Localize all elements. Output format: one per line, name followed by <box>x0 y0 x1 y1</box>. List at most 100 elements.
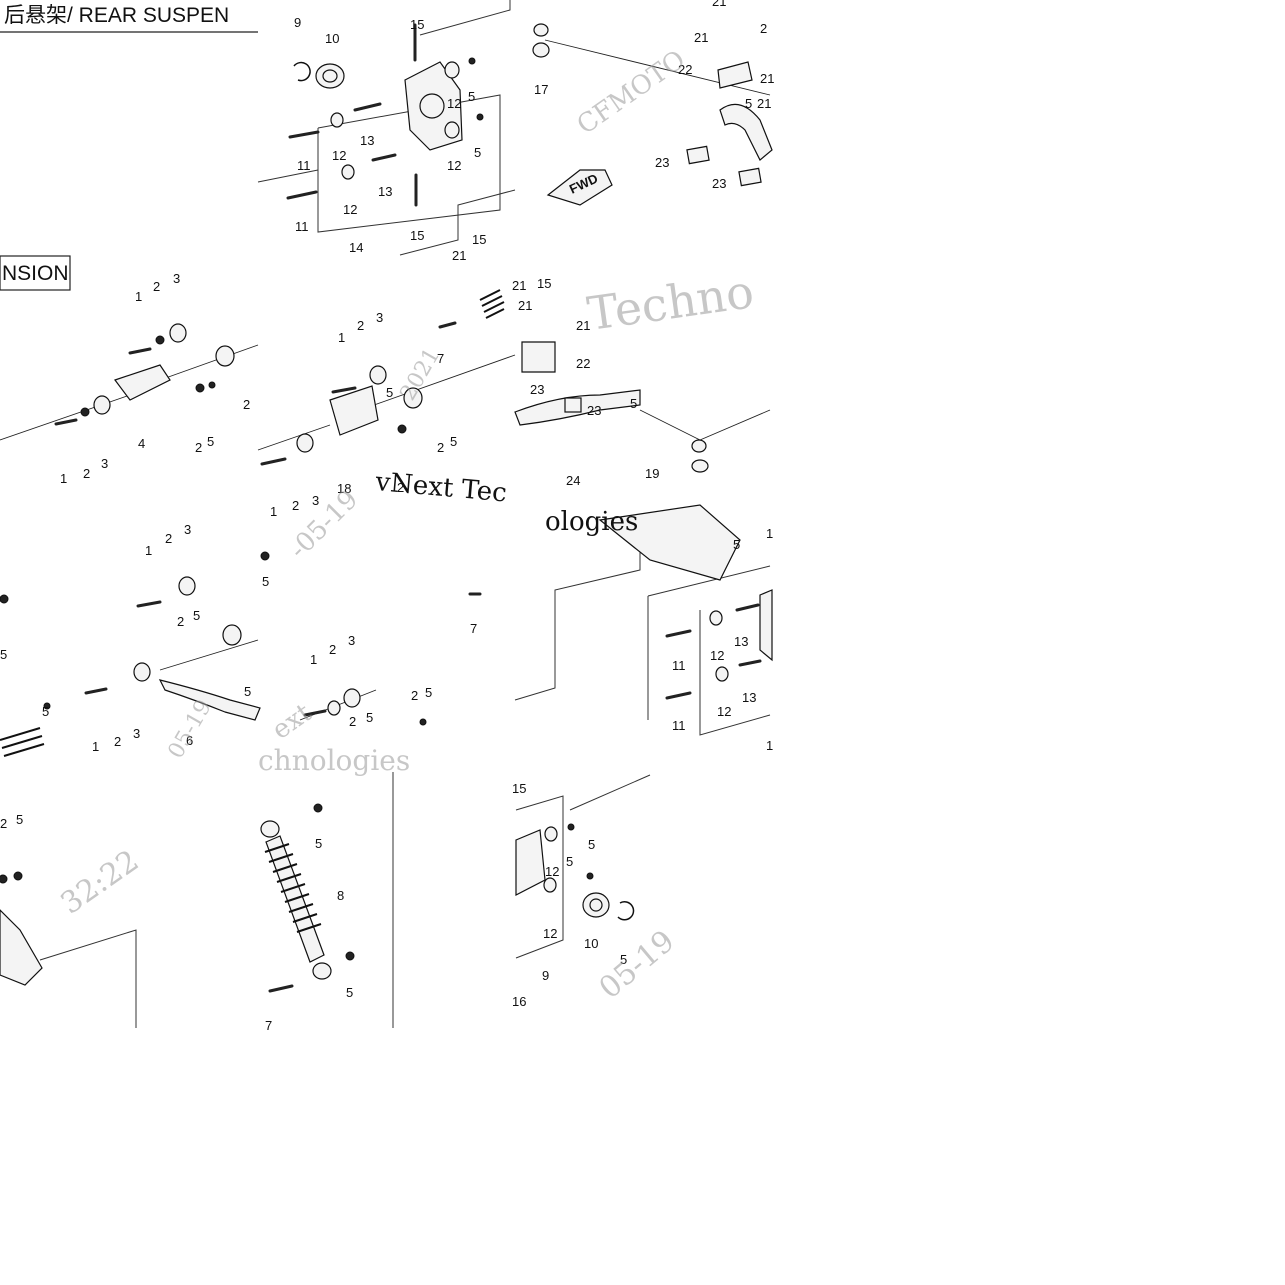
callout-7: 7 <box>265 1018 272 1033</box>
callout-3: 3 <box>133 726 140 741</box>
callout-3: 3 <box>173 271 180 286</box>
watermark-vnext: vNext Tec <box>373 467 508 508</box>
tile-lower-arm-middle: 5 7 1 2 3 2 5 2 5 chnologies ext -05-19 <box>258 485 482 777</box>
stabilizer-bracket-icon <box>717 61 753 89</box>
circlip-icon <box>293 61 311 82</box>
callout-21: 21 <box>757 96 771 111</box>
swingarm-icon <box>598 504 741 581</box>
watermark-date-e: 05-19 <box>593 924 682 1006</box>
tile-knuckle-right: 5 1 11 12 13 11 12 13 1 ologies <box>514 504 773 753</box>
callout-16: 9 <box>542 968 549 983</box>
knuckle-icon-2 <box>515 829 546 896</box>
callout-3: 3 <box>376 310 383 325</box>
callout-5: 5 <box>207 434 214 449</box>
coil-spring-icon <box>264 843 322 933</box>
callout-7: 7 <box>470 621 477 636</box>
tile-knuckle-bottom: 15 5 12 5 5 12 10 9 16 05-19 <box>512 774 682 1009</box>
callout-5: 5 <box>386 385 393 400</box>
callout-10: 10 <box>325 31 339 46</box>
callout-15: 15 <box>472 232 486 247</box>
callout-3: 3 <box>348 633 355 648</box>
callout-2: 2 <box>165 531 172 546</box>
tile-stabilizer-middle: 21 15 21 21 22 23 23 5 19 24 Techno <box>512 264 771 488</box>
callout-23: 23 <box>530 382 544 397</box>
callout-1: 1 <box>338 330 345 345</box>
callout-2: 2 <box>177 614 184 629</box>
callout-2: 2 <box>329 642 336 657</box>
callout-1: 1 <box>92 739 99 754</box>
page-title-part1: 后悬架/ REAR SUSPEN <box>4 4 229 27</box>
callout-12: 12 <box>447 96 461 111</box>
callout-15: 15 <box>512 781 526 796</box>
tile-bottom-left: 2 5 32:22 <box>0 812 145 1028</box>
callout-5: 5 <box>244 684 251 699</box>
callout-18: 18 <box>337 481 351 496</box>
callout-21: 21 <box>694 30 708 45</box>
callout-5: 5 <box>450 434 457 449</box>
callout-1: 1 <box>766 738 773 753</box>
callouts-tile11: 15 5 12 5 5 12 10 9 16 <box>512 781 627 1009</box>
callout-6: 6 <box>186 733 193 748</box>
callout-4: 4 <box>138 436 145 451</box>
callout-21: 21 <box>576 318 590 333</box>
callout-5: 5 <box>425 685 432 700</box>
watermark-cfmoto: CFMOTO <box>572 45 691 141</box>
tile-shock-absorber: 5 8 5 7 <box>260 772 394 1033</box>
callout-5: 5 <box>566 854 573 869</box>
title-header: 后悬架/ REAR SUSPEN <box>0 4 258 33</box>
callout-5: 5 <box>366 710 373 725</box>
callout-2: 2 <box>114 734 121 749</box>
tile-lower-arm-left-2: 1 2 3 5 2 5 5 1 2 3 6 5 05-19 <box>0 522 261 763</box>
callouts-tile1: 9 10 15 5 12 11 13 12 5 12 11 12 13 14 1… <box>294 15 486 263</box>
control-arm-icon <box>158 679 261 721</box>
callout-1: 1 <box>310 652 317 667</box>
callout-2: 2 <box>83 466 90 481</box>
callout-17: 17 <box>534 82 548 97</box>
callout-3: 3 <box>312 493 319 508</box>
callout-13: 13 <box>734 634 748 649</box>
callout-11: 11 <box>297 158 311 173</box>
callout-5: 5 <box>733 537 740 552</box>
callout-8: 8 <box>337 888 344 903</box>
callout-15: 16 <box>512 994 526 1009</box>
callouts-tile4: 1 2 3 7 5 18 2 2 5 1 2 3 <box>270 310 457 519</box>
callout-2: 2 <box>357 318 364 333</box>
callout-9: 9 <box>294 15 301 30</box>
callout-15: 15 <box>410 228 424 243</box>
callout-2: 2 <box>0 816 7 831</box>
tile-lower-arm-left: NSION 1 2 3 1 2 3 4 2 5 2 <box>0 255 259 486</box>
callout-12: 12 <box>710 648 724 663</box>
callouts-tile5: 21 15 21 21 22 23 23 5 19 24 <box>512 276 659 488</box>
callout-5: 5 <box>630 396 637 411</box>
callout-5: 5 <box>588 837 595 852</box>
callout-12: 12 <box>717 704 731 719</box>
callout-12: 12 <box>343 202 357 217</box>
callout-9: 5 <box>620 952 627 967</box>
watermark-technologies: chnologies <box>258 744 410 777</box>
callout-21: 21 <box>452 248 466 263</box>
callout-2: 2 <box>397 480 404 495</box>
callout-12: 12 <box>332 148 346 163</box>
callout-10: 10 <box>584 936 598 951</box>
callout-21: 21 <box>518 298 532 313</box>
watermark-next: ext <box>267 698 318 746</box>
callout-24: 24 <box>566 473 580 488</box>
callout-2: 2 <box>153 279 160 294</box>
shock-top-eye-icon <box>260 820 280 838</box>
callout-2: 2 <box>292 498 299 513</box>
fwd-arrow-icon <box>546 169 613 206</box>
callout-11: 11 <box>295 219 309 234</box>
callout-7: 7 <box>437 351 444 366</box>
circlip-icon-2 <box>617 901 635 921</box>
callout-2: 2 <box>243 397 250 412</box>
callout-2: 2 <box>349 714 356 729</box>
callout-23: 23 <box>655 155 669 170</box>
watermark-date-b: -05-19 <box>284 485 364 565</box>
callouts-tile7: 5 7 1 2 3 2 5 2 5 <box>262 574 477 729</box>
callout-15: 15 <box>537 276 551 291</box>
callouts-tile3: 1 2 3 1 2 3 4 2 5 2 <box>60 271 250 486</box>
watermark-ologies: ologies <box>545 507 638 537</box>
callout-3: 3 <box>101 456 108 471</box>
callout-5: 5 <box>262 574 269 589</box>
